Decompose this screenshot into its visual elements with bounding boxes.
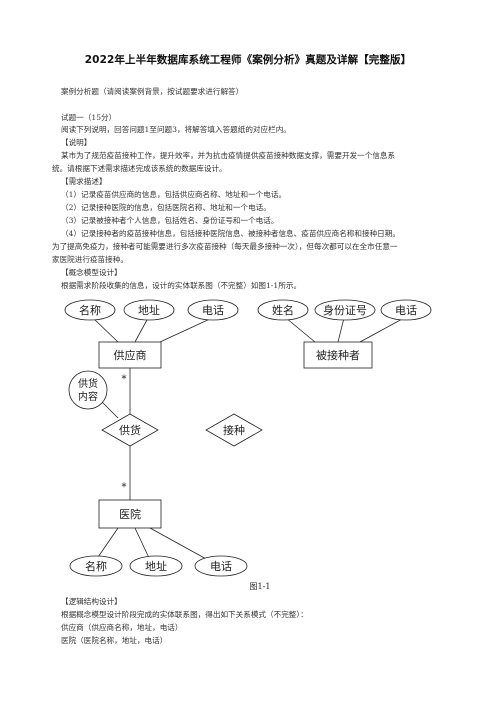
attribute-supply-content-label: 供货 (78, 377, 98, 390)
attribute-person-name-ellipse (257, 299, 309, 321)
connector-line (92, 317, 119, 343)
connector-line (101, 401, 119, 419)
cardinality-label: * (122, 482, 127, 493)
hospital-attribute-phone-label: 电话 (210, 560, 232, 573)
entity-supplier (98, 341, 162, 369)
hospital-attribute-name-label: 名称 (85, 559, 107, 573)
explain-line: 某市为了规范疫苗接种工作，提升效率，并为抗击疫情提供疫苗接种数据支撑，需要开发一… (61, 151, 396, 160)
attribute-id-label: 身份证号 (323, 303, 367, 317)
connector-line (134, 527, 151, 561)
page-title: 2022年上半年数据库系统工程师《案例分析》真题及详解【完整版】 (84, 54, 412, 66)
attribute-person-name-label: 姓名 (272, 303, 294, 317)
requirement-item: 为了提高免疫力，接种者可能需要进行多次疫苗接种（每天最多接种一次），但每次都可以… (52, 242, 398, 251)
question-instruction: 阅读下列说明，回答问题1至问题3，将解答填入答题纸的对应栏内。 (61, 125, 291, 134)
concept-label: 【概念模型设计】 (61, 268, 122, 277)
requirement-item: （1）记录疫苗供应商的信息，包括供应商名称、地址和一个电话。 (61, 190, 287, 199)
connector-line (337, 317, 345, 343)
relation-schema: 供应商（供应商名称，地址，电话） (61, 623, 183, 632)
attribute-person-phone-label: 电话 (395, 304, 417, 317)
explain-label: 【说明】 (61, 138, 92, 147)
er-diagram: 名称 地址 电话 姓名 身份证号 电话 供应商 被接种者 * 供货 内容 供货 … (64, 299, 432, 591)
intro-text: 案例分析题（请阅读案例背景，按试题要求进行解答） (61, 87, 244, 96)
hospital-attribute-phone-ellipse (194, 555, 248, 577)
hospital-attribute-name-ellipse (69, 555, 123, 577)
attribute-person-phone-ellipse (380, 299, 432, 321)
requirement-item: （4）记录接种者的疫苗接种信息，包括接种医院信息、被接种者信息、疫苗供应商名称和… (61, 229, 400, 238)
question-header: 试题一（15分） (61, 113, 117, 122)
attribute-address-label: 地址 (138, 303, 160, 317)
entity-hospital-label: 医院 (119, 507, 141, 521)
attribute-address-ellipse (123, 299, 175, 321)
entity-hospital (98, 499, 162, 529)
entity-vaccinee-label: 被接种者 (316, 348, 360, 362)
relation-supply-label: 供货 (119, 423, 141, 437)
entity-supplier-label: 供应商 (114, 348, 147, 362)
connector-line (285, 317, 316, 343)
connector-line (159, 317, 213, 343)
explain-line: 统。请根据下述需求描述完成该系统的数据库设计。 (52, 164, 227, 173)
concept-description: 根据需求阶段收集的信息，设计的实体联系图（不完整）如图1-1所示。 (61, 281, 302, 290)
relation-supply (101, 413, 159, 447)
attribute-phone-ellipse (187, 299, 239, 321)
attribute-phone-label: 电话 (202, 304, 224, 317)
logic-label: 【逻辑结构设计】 (61, 597, 122, 606)
attribute-name-ellipse (64, 299, 116, 321)
relation-schema: 医院（医院名称，地址，电话） (61, 636, 168, 645)
connector-line (95, 527, 119, 561)
connector-line (134, 317, 149, 343)
hospital-attribute-address-label: 地址 (145, 559, 167, 573)
relation-vaccinate-label: 接种 (223, 423, 245, 437)
hospital-attribute-address-ellipse (129, 555, 183, 577)
relation-vaccinate (205, 413, 263, 447)
attribute-supply-content-label: 内容 (78, 390, 98, 403)
logic-description: 根据概念模型设计阶段完成的实体联系图，得出如下关系模式（不完整）： (61, 610, 308, 619)
attribute-id-ellipse (314, 299, 376, 321)
connector-line (359, 317, 405, 343)
entity-vaccinee (303, 341, 373, 369)
cardinality-label: * (122, 374, 127, 385)
connector-line (149, 527, 209, 561)
requirements-label: 【需求描述】 (61, 177, 107, 186)
attribute-name-label: 名称 (79, 303, 101, 317)
requirement-item: （3）记录被接种者个人信息，包括姓名、身份证号和一个电话。 (61, 216, 279, 225)
requirement-item: （2）记录接种医院的信息，包括医院名称、地址和一个电话。 (61, 203, 271, 212)
attribute-supply-content-circle (68, 370, 108, 410)
requirement-item: 家医院进行疫苗接种。 (52, 255, 128, 264)
figure-caption: 图1-1 (250, 582, 271, 591)
